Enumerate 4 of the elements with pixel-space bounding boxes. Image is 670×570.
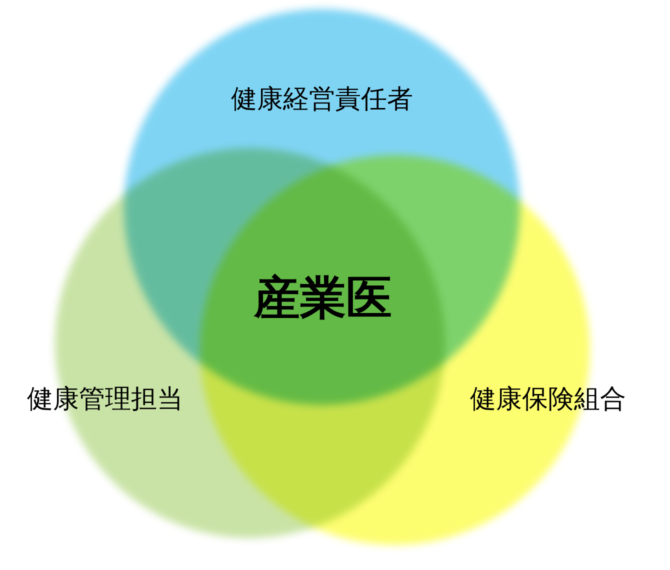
circle-label: 健康管理担当: [27, 386, 183, 414]
circle-label: 健康保険組合: [470, 386, 626, 414]
circle-label: 健康経営責任者: [231, 86, 413, 114]
center-label: 産業医: [254, 272, 392, 324]
